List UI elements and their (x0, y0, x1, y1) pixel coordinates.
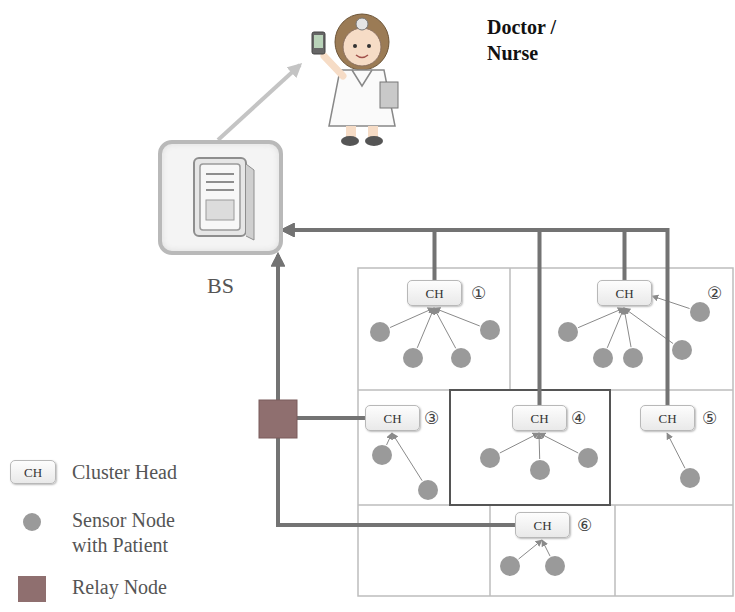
doctor-figure: Doctor / Nurse (300, 0, 585, 150)
connector-arrow (278, 255, 515, 525)
sensor-link (500, 433, 539, 453)
legend-swatch (18, 576, 46, 602)
sensor-link (539, 433, 578, 453)
connector-arrow (283, 230, 668, 405)
cluster-head-box: CH⑤ (640, 405, 695, 431)
cluster-head-box: CH① (407, 280, 462, 306)
sensor-node (403, 348, 423, 368)
sensor-node (480, 320, 500, 340)
sensor-link (539, 433, 541, 459)
server-icon (162, 144, 279, 251)
legend-sensor-symbol (23, 513, 41, 531)
sensor-node (690, 302, 710, 322)
sensor-node (418, 480, 438, 500)
callout-number: ① (471, 285, 486, 302)
sensor-node (480, 448, 500, 468)
sensor-link (434, 308, 480, 326)
node-label: CH (615, 287, 633, 300)
cluster-head-box: CH⑥ (515, 512, 570, 538)
legend-symbol-label: CH (10, 460, 56, 484)
base-station-box: BS (158, 140, 283, 255)
legend-label: Sensor Node with Patient (72, 508, 212, 558)
callout-number: ⑤ (702, 410, 717, 427)
sensor-node (530, 460, 550, 480)
sensor-link (667, 433, 685, 468)
callout-number: ② (707, 285, 722, 302)
node-label: CH (658, 412, 676, 425)
sensor-node (500, 556, 520, 576)
relay-node (259, 400, 297, 438)
node-label: CH (383, 412, 401, 425)
sensor-link (542, 540, 550, 556)
cluster-head-box: CH③ (365, 405, 420, 431)
sensor-link (652, 296, 690, 309)
sensor-node (558, 322, 578, 342)
node-label: CH (425, 287, 443, 300)
connector-arrow (218, 65, 300, 140)
doctor-illustration (300, 0, 430, 150)
sensor-link (519, 540, 542, 559)
sensor-node (680, 468, 700, 488)
callout-number: ③ (424, 410, 439, 427)
connector-arrow (278, 255, 365, 418)
sensor-link (607, 308, 624, 348)
connector-arrow (283, 230, 540, 405)
node-label: CH (530, 412, 548, 425)
legend-label: Relay Node (72, 575, 212, 600)
node-label: BS (162, 273, 279, 299)
sensor-node (672, 340, 692, 360)
ward-grid (358, 268, 733, 596)
callout-number: ⑥ (577, 517, 592, 534)
sensor-link (387, 433, 392, 445)
cluster-head-box: CH② (597, 280, 652, 306)
cluster-border (450, 390, 610, 505)
sensor-node (623, 348, 643, 368)
sensor-link (417, 308, 434, 348)
cluster-head-box: CH④ (512, 405, 567, 431)
sensor-link (624, 308, 631, 347)
sensor-node (451, 348, 471, 368)
sensor-node (545, 556, 565, 576)
sensor-node (578, 448, 598, 468)
connector-arrow (283, 230, 435, 280)
connector-arrow (283, 230, 625, 280)
sensor-link (434, 308, 456, 348)
node-label: Doctor / Nurse (487, 14, 582, 66)
node-label: CH (533, 519, 551, 532)
sensor-node (370, 322, 390, 342)
legend-label: Cluster Head (72, 460, 212, 485)
sensor-node (593, 348, 613, 368)
sensor-node (372, 445, 392, 465)
callout-number: ④ (571, 410, 586, 427)
sensor-link (392, 433, 422, 481)
